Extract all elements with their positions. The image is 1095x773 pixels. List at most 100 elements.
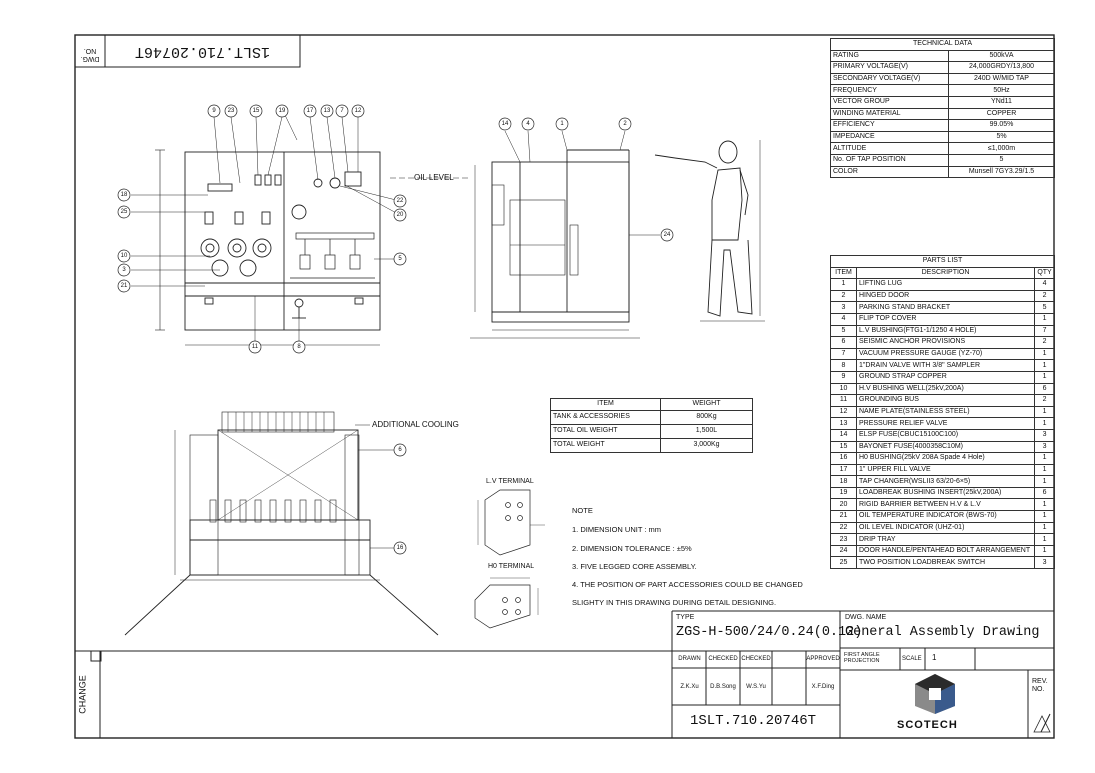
- parts-qty: 2: [1033, 289, 1056, 303]
- name-checked-1: D.B.Song: [710, 684, 736, 690]
- callout-3: 3: [122, 267, 126, 273]
- callout-15: 15: [252, 108, 260, 114]
- td-label: ALTITUDE: [830, 142, 949, 155]
- callout-8: 8: [297, 344, 301, 350]
- parts-description: TAP CHANGER(WSLII3 63/20-6×5): [856, 475, 1035, 488]
- callout-20: 20: [396, 212, 404, 218]
- parts-item-number: 11: [830, 394, 857, 407]
- callout-12: 12: [354, 108, 362, 114]
- td-value: 500kVA: [948, 49, 1055, 63]
- bottom-view: [124, 411, 439, 636]
- parts-header-item: ITEM: [830, 266, 857, 280]
- name-approved: X.F.Ding: [811, 684, 835, 690]
- side-view: [470, 130, 660, 339]
- note-3: 3. FIVE LEGGED CORE ASSEMBLY.: [572, 562, 697, 571]
- td-label: PRIMARY VOLTAGE(V): [830, 61, 949, 74]
- human-scale-figure: [654, 140, 765, 322]
- parts-description: PARKING STAND BRACKET: [856, 301, 1035, 314]
- parts-item-number: 16: [830, 452, 857, 465]
- weight-header-weight: WEIGHT: [660, 398, 753, 411]
- parts-item-number: 19: [830, 486, 857, 500]
- parts-item-number: 22: [830, 521, 857, 535]
- weight-value: 1,500L: [660, 423, 753, 439]
- td-label: SECONDARY VOLTAGE(V): [830, 72, 949, 86]
- parts-description: DRIP TRAY: [856, 533, 1035, 546]
- parts-qty: 2: [1033, 394, 1056, 407]
- td-value: 50Hz: [948, 84, 1055, 97]
- parts-description: 1"DRAIN VALVE WITH 3/8" SAMPLER: [856, 359, 1035, 372]
- callout-11: 11: [251, 344, 259, 350]
- parts-description: GROUNDING BUS: [856, 394, 1035, 407]
- parts-qty: 1: [1033, 544, 1056, 558]
- callout-circles: [117, 104, 674, 555]
- td-label: VECTOR GROUP: [830, 95, 949, 109]
- parts-description: OIL LEVEL INDICATOR (UHZ-01): [856, 521, 1035, 535]
- td-value: 5: [948, 153, 1055, 167]
- parts-description: TWO POSITION LOADBREAK SWITCH: [856, 556, 1035, 570]
- role-drawn: DRAWN: [678, 656, 701, 662]
- parts-description: 1" UPPER FILL VALVE: [856, 463, 1035, 477]
- callout-6: 6: [398, 447, 402, 453]
- technical-data-title: TECHNICAL DATA: [830, 38, 1055, 51]
- note-2: 2. DIMENSION TOLERANCE : ±5%: [572, 544, 692, 553]
- parts-item-number: 8: [830, 359, 857, 372]
- parts-description: LIFTING LUG: [856, 278, 1035, 291]
- parts-qty: 1: [1033, 463, 1056, 477]
- parts-qty: 1: [1033, 312, 1056, 326]
- weight-item: TOTAL WEIGHT: [550, 437, 661, 453]
- company-logo-icon: [915, 674, 955, 714]
- parts-item-number: 15: [830, 440, 857, 454]
- td-label: FREQUENCY: [830, 84, 949, 97]
- td-value: YNd11: [948, 95, 1055, 109]
- td-value: ≤1,000m: [948, 142, 1055, 155]
- parts-description: H0 BUSHING(25kV 208A Spade 4 Hole): [856, 452, 1035, 465]
- name-drawn: Z.K.Xu: [680, 684, 699, 690]
- callout-4: 4: [526, 121, 530, 127]
- td-value: 240D W/MID TAP: [948, 72, 1055, 86]
- lv-terminal-label: L.V TERMINAL: [486, 478, 534, 485]
- drawing-number: 1SLT.710.20746T: [690, 713, 817, 729]
- callout-16: 16: [396, 545, 404, 551]
- parts-qty: 3: [1033, 556, 1056, 570]
- parts-qty: 1: [1033, 510, 1056, 523]
- dwg-name-value: General Assembly Drawing: [845, 625, 1040, 640]
- callout-9: 9: [212, 108, 216, 114]
- parts-item-number: 10: [830, 382, 857, 396]
- note-1: 1. DIMENSION UNIT : mm: [572, 525, 662, 534]
- parts-qty: 1: [1033, 359, 1056, 372]
- parts-item-number: 18: [830, 475, 857, 488]
- parts-qty: 1: [1033, 475, 1056, 488]
- callout-2: 2: [623, 121, 627, 127]
- parts-qty: 1: [1033, 452, 1056, 465]
- callout-25: 25: [120, 209, 128, 215]
- callout-5: 5: [398, 256, 402, 262]
- parts-item-number: 6: [830, 336, 857, 349]
- callout-18: 18: [120, 192, 128, 198]
- company-name: SCOTECH: [897, 719, 958, 731]
- parts-qty: 1: [1033, 498, 1056, 512]
- parts-item-number: 14: [830, 428, 857, 442]
- parts-item-number: 7: [830, 347, 857, 361]
- parts-description: OIL TEMPERATURE INDICATOR (BWS-70): [856, 510, 1035, 523]
- oil-level-label: OIL LEVEL: [414, 173, 454, 182]
- parts-item-number: 25: [830, 556, 857, 570]
- parts-description: ELSP FUSE(CBUC15100C100): [856, 428, 1035, 442]
- parts-list-title: PARTS LIST: [829, 255, 1056, 268]
- weight-value: 3,000Kg: [660, 437, 753, 453]
- callout-24: 24: [663, 232, 671, 238]
- callout-23: 23: [227, 108, 235, 114]
- td-value: Munsell 7GY3.29/1.5: [948, 165, 1055, 179]
